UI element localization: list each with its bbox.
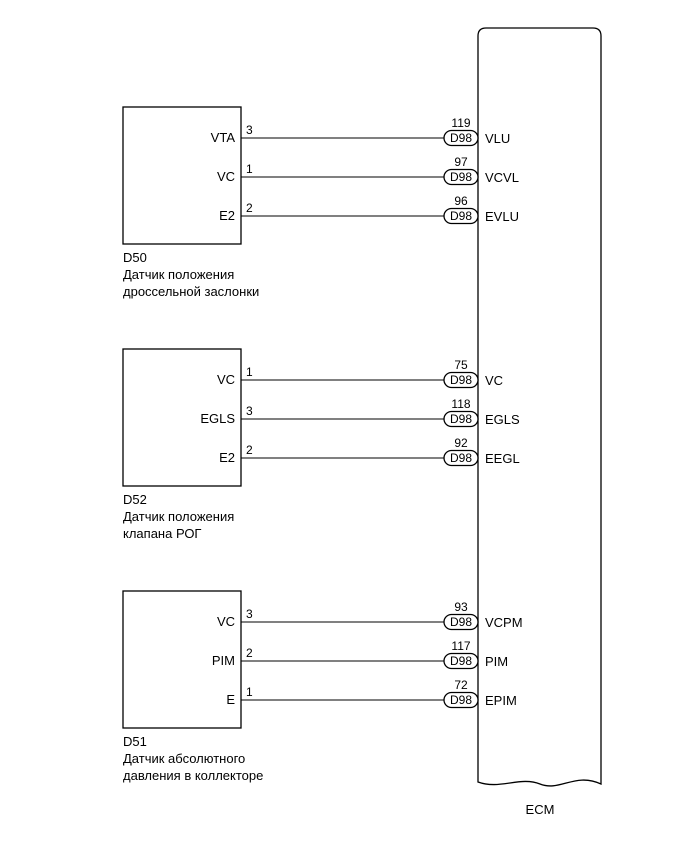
component-caption-line: клапана РОГ — [123, 526, 201, 541]
component-caption-line: дроссельной заслонки — [123, 284, 259, 299]
pin-name-label: E — [226, 692, 235, 707]
component-id-label: D51 — [123, 734, 147, 749]
connector-label: D98 — [450, 209, 472, 223]
component-box — [122, 106, 242, 245]
connector-label: D98 — [450, 654, 472, 668]
pin-name-label: E2 — [219, 208, 235, 223]
pin-name-label: VC — [217, 614, 235, 629]
pin-number-label: 2 — [246, 646, 253, 660]
connector-label: D98 — [450, 412, 472, 426]
connector-label: D98 — [450, 615, 472, 629]
ecm-pin-number: 75 — [454, 358, 468, 372]
connector-pill — [443, 168, 479, 186]
ecm-signal-label: EPIM — [485, 693, 517, 708]
component-box — [122, 590, 242, 729]
ecm-signal-label: EGLS — [485, 412, 520, 427]
pin-name-label: VC — [217, 169, 235, 184]
pin-name-label: EGLS — [200, 411, 235, 426]
pin-number-label: 2 — [246, 201, 253, 215]
component-box — [122, 348, 242, 487]
pin-number-label: 1 — [246, 162, 253, 176]
connector-label: D98 — [450, 693, 472, 707]
component-id-label: D52 — [123, 492, 147, 507]
component-caption-line: давления в коллекторе — [123, 768, 263, 783]
ecm-pin-number: 117 — [451, 639, 470, 653]
ecm-signal-label: PIM — [485, 654, 508, 669]
component-caption-line: Датчик положения — [123, 509, 234, 524]
pin-name-label: PIM — [212, 653, 235, 668]
component-caption-line: Датчик положения — [123, 267, 234, 282]
connector-label: D98 — [450, 131, 472, 145]
pin-name-label: VC — [217, 372, 235, 387]
ecm-pin-number: 118 — [451, 397, 470, 411]
ecm-pin-number: 97 — [454, 155, 468, 169]
connector-pill — [443, 207, 479, 225]
connector-label: D98 — [450, 170, 472, 184]
ecm-block — [477, 27, 602, 787]
pin-name-label: VTA — [211, 130, 236, 145]
ecm-signal-label: VLU — [485, 131, 510, 146]
ecm-pin-number: 93 — [454, 600, 468, 614]
connector-pill — [443, 691, 479, 709]
ecm-signal-label: VC — [485, 373, 503, 388]
ecm-pin-number: 119 — [451, 116, 470, 130]
ecm-signal-label: VCPM — [485, 615, 523, 630]
component-caption-line: Датчик абсолютного — [123, 751, 245, 766]
connector-pill — [443, 449, 479, 467]
ecm-signal-label: VCVL — [485, 170, 519, 185]
connector-pill — [443, 371, 479, 389]
connector-pill — [443, 613, 479, 631]
ecm-label: ECM — [526, 802, 555, 817]
component-id-label: D50 — [123, 250, 147, 265]
pin-number-label: 1 — [246, 685, 253, 699]
pin-name-label: E2 — [219, 450, 235, 465]
connector-label: D98 — [450, 373, 472, 387]
ecm-signal-label: EVLU — [485, 209, 519, 224]
connector-label: D98 — [450, 451, 472, 465]
ecm-pin-number: 72 — [454, 678, 468, 692]
connector-pill — [443, 652, 479, 670]
pin-number-label: 3 — [246, 123, 253, 137]
ecm-pin-number: 92 — [454, 436, 468, 450]
ecm-signal-label: EEGL — [485, 451, 520, 466]
pin-number-label: 3 — [246, 404, 253, 418]
ecm-pin-number: 96 — [454, 194, 468, 208]
pin-number-label: 3 — [246, 607, 253, 621]
pin-number-label: 1 — [246, 365, 253, 379]
connector-pill — [443, 129, 479, 147]
pin-number-label: 2 — [246, 443, 253, 457]
connector-pill — [443, 410, 479, 428]
